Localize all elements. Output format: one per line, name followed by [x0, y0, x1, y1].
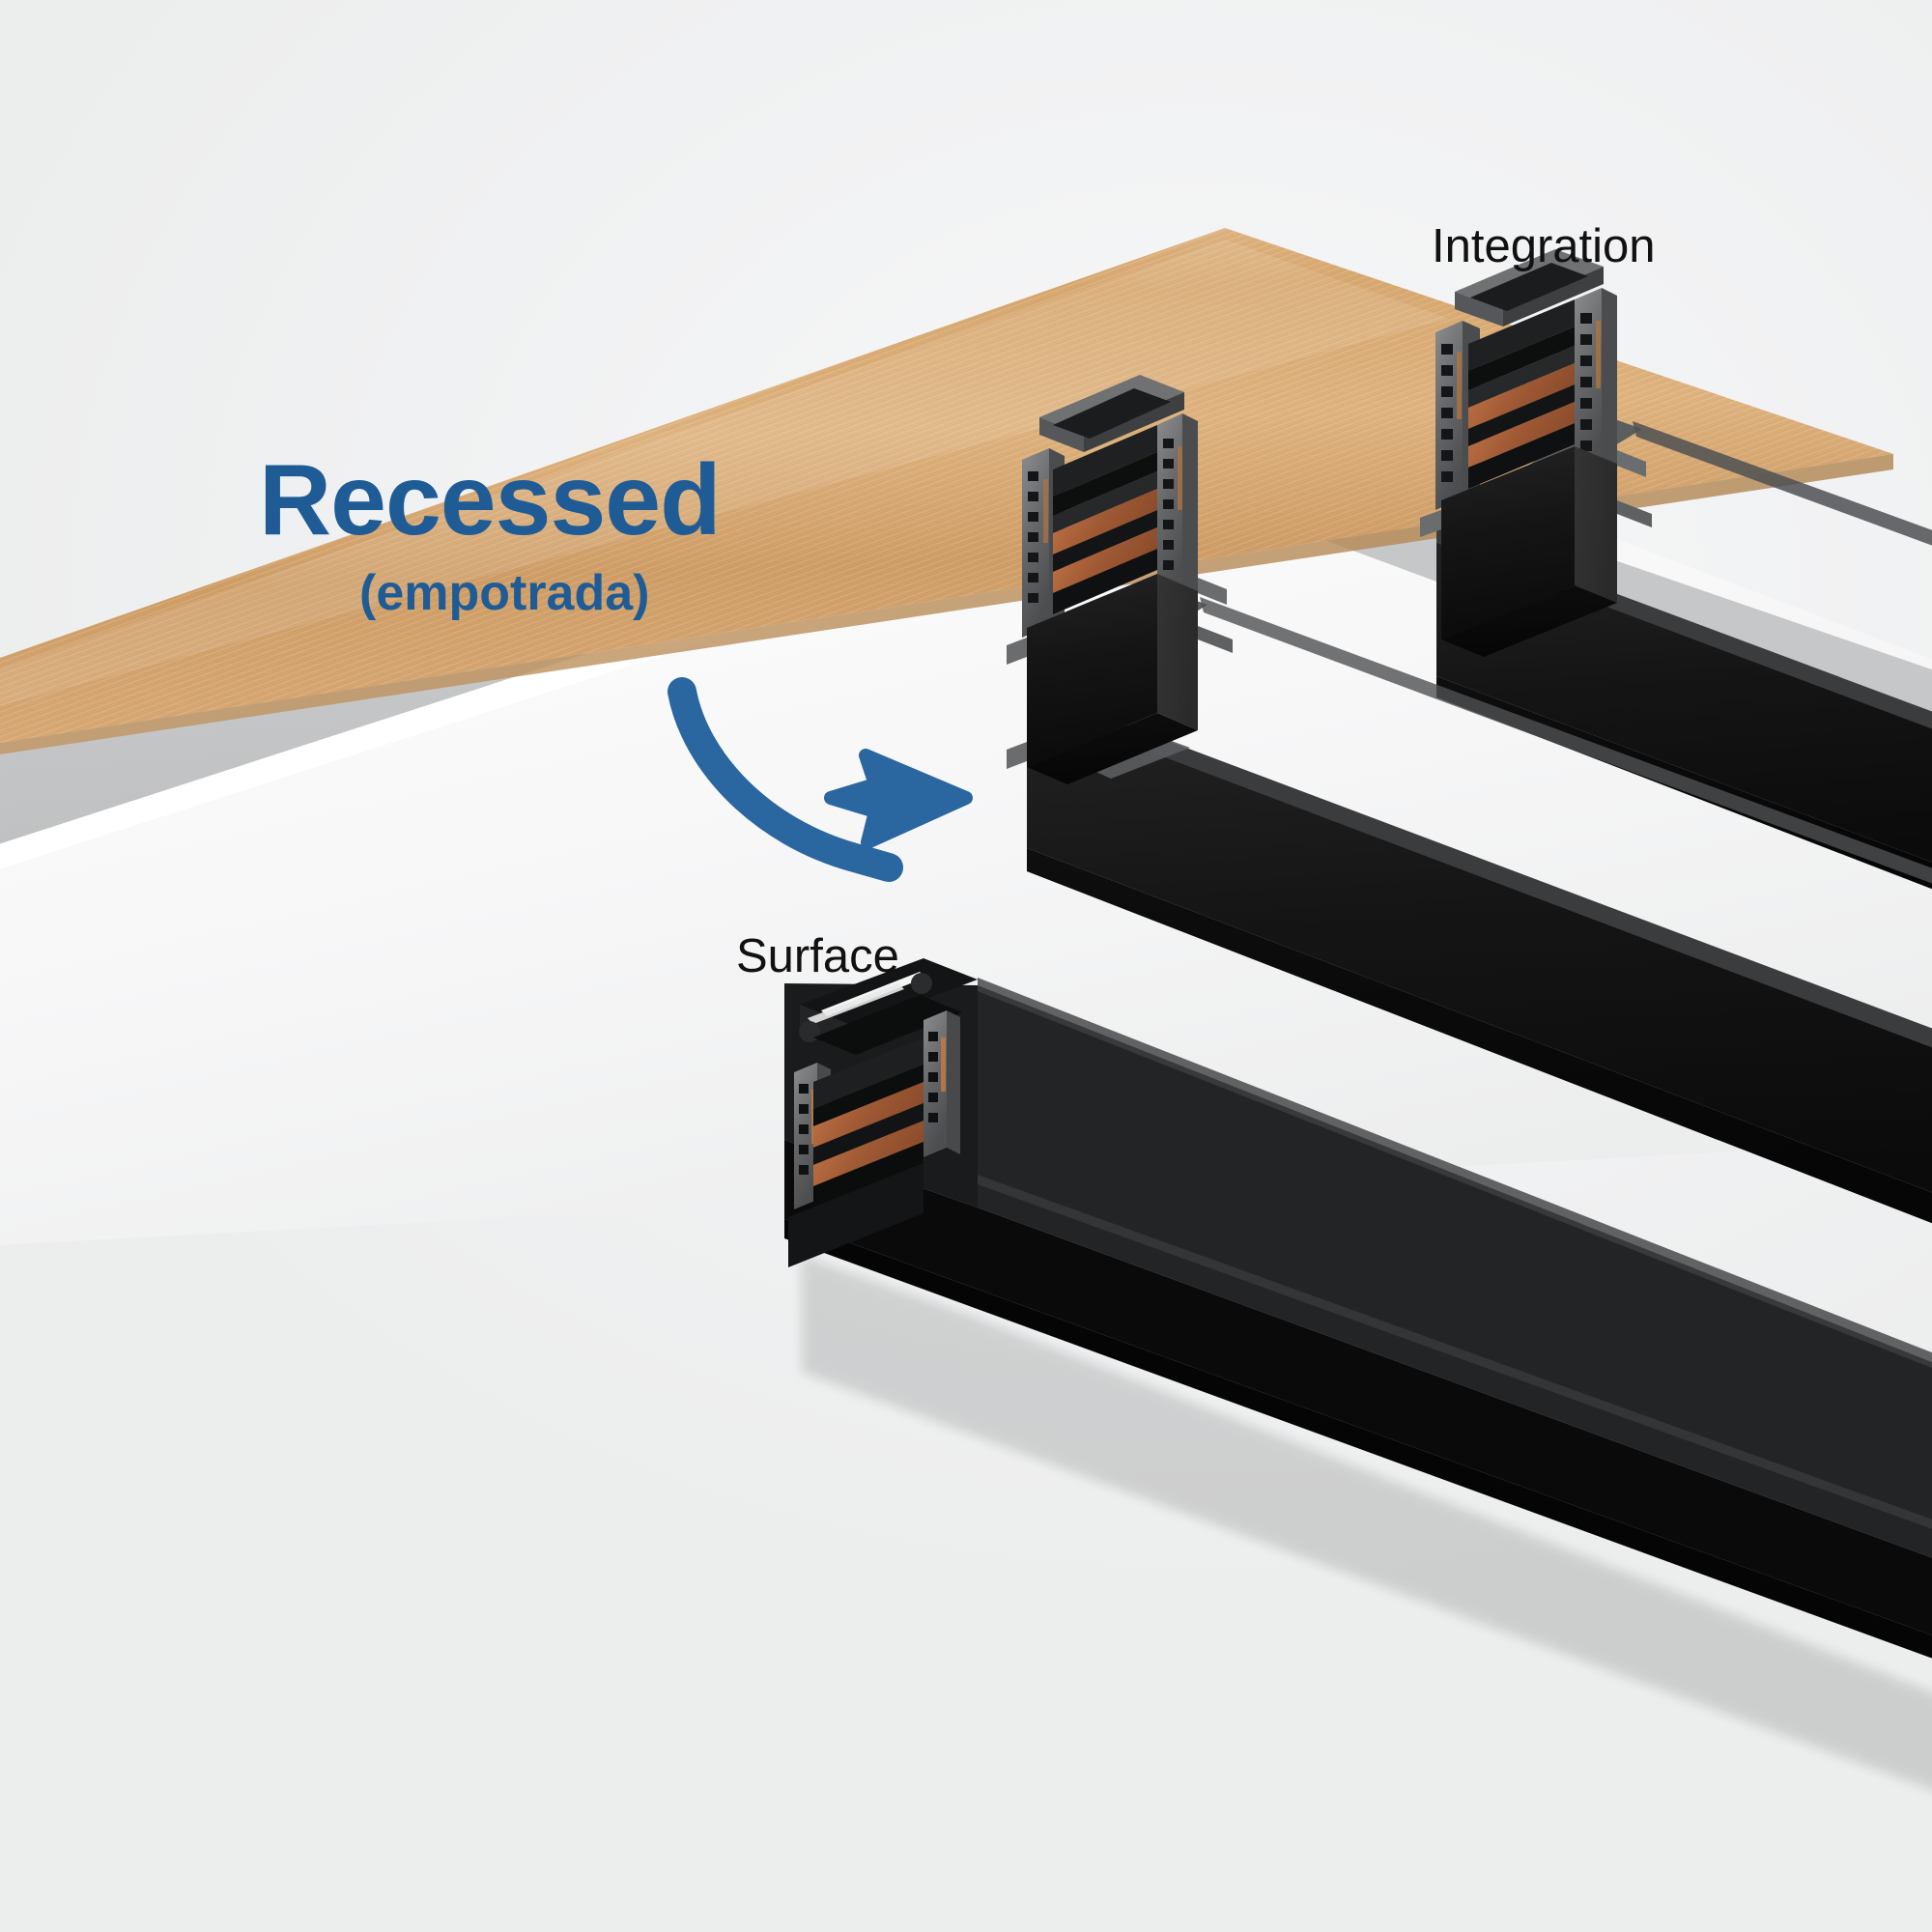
surface-track	[784, 958, 1932, 1790]
recessed-track-left	[1007, 375, 1932, 1224]
label-integration: Integration	[1432, 220, 1656, 272]
subtitle-recessed-spanish: (empotrada)	[359, 565, 650, 621]
page-title-recessed: Recessed	[259, 444, 722, 556]
label-surface: Surface	[736, 930, 899, 982]
curved-arrow	[668, 677, 973, 882]
